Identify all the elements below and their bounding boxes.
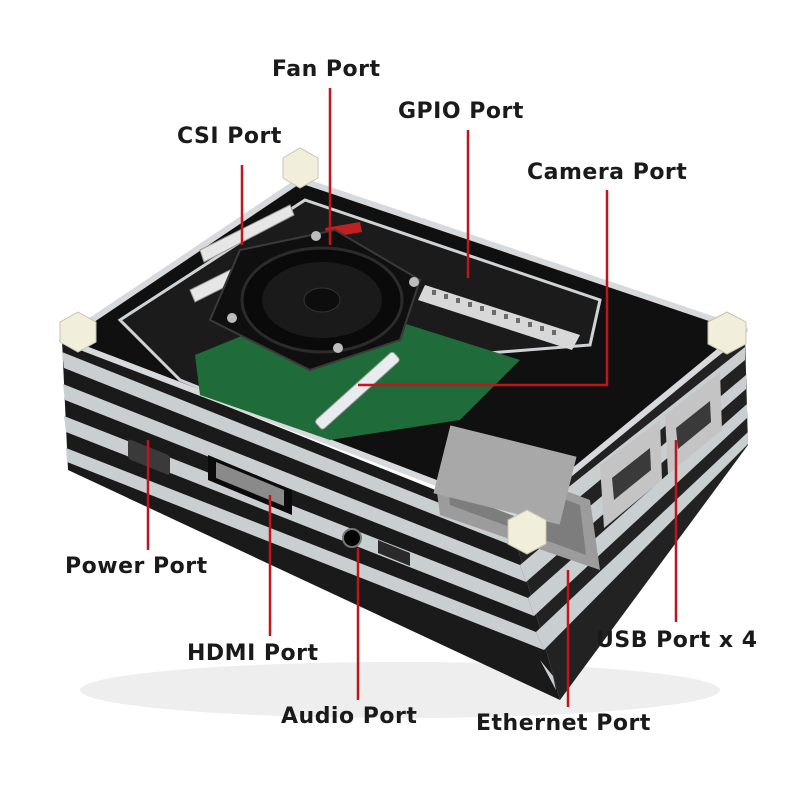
fan-hub <box>303 287 341 313</box>
fan-screw <box>333 343 343 353</box>
camera-slot <box>315 351 400 430</box>
label-ethernet-port: Ethernet Port <box>476 711 651 736</box>
label-audio-port: Audio Port <box>281 704 418 729</box>
corner-post <box>707 311 747 355</box>
label-usb-port: USB Port x 4 <box>596 628 758 653</box>
csi-slot <box>199 204 295 263</box>
fan-screw <box>409 277 419 287</box>
corner-post <box>59 311 97 353</box>
label-gpio-port: GPIO Port <box>398 99 524 124</box>
lower-layer-stack <box>62 330 748 700</box>
corner-post <box>282 147 319 189</box>
audio-port-opening <box>342 528 362 548</box>
fan-screw <box>311 231 321 241</box>
label-camera-port: Camera Port <box>527 160 688 185</box>
corner-post <box>507 509 547 555</box>
label-fan-port: Fan Port <box>272 57 381 82</box>
label-csi-port: CSI Port <box>177 124 282 149</box>
pcb-chip <box>433 425 577 525</box>
mini-port-opening <box>378 540 410 566</box>
label-power-port: Power Port <box>65 554 208 579</box>
leader-camera-port <box>358 190 609 387</box>
label-hdmi-port: HDMI Port <box>187 641 319 666</box>
front-stripes <box>62 352 556 690</box>
gpio-header <box>418 285 580 350</box>
top-lid <box>59 177 748 525</box>
corner-posts <box>59 147 747 555</box>
fan-screw <box>227 313 237 323</box>
leader-lines <box>146 88 678 707</box>
